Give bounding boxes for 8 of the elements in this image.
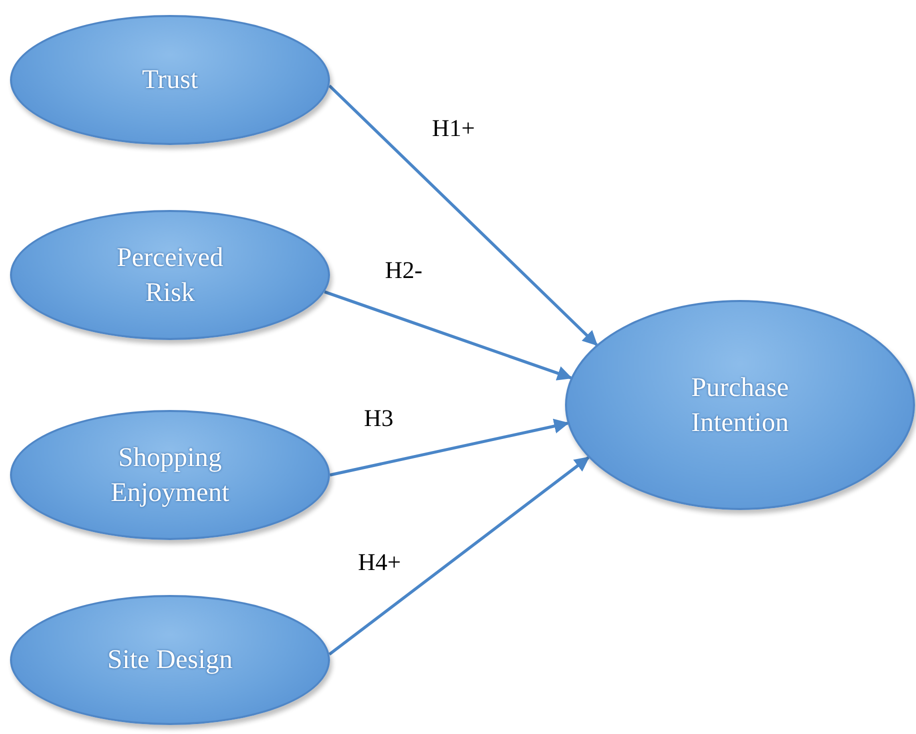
- node-label: Perceived Risk: [116, 240, 224, 309]
- node-label: Purchase Intention: [690, 370, 790, 439]
- node-label: Trust: [142, 63, 198, 96]
- arrow: [330, 418, 570, 476]
- arrow: [328, 456, 590, 656]
- node-label: Site Design: [107, 643, 233, 676]
- arrow: [328, 84, 598, 346]
- node-label: Shopping Enjoyment: [110, 440, 230, 509]
